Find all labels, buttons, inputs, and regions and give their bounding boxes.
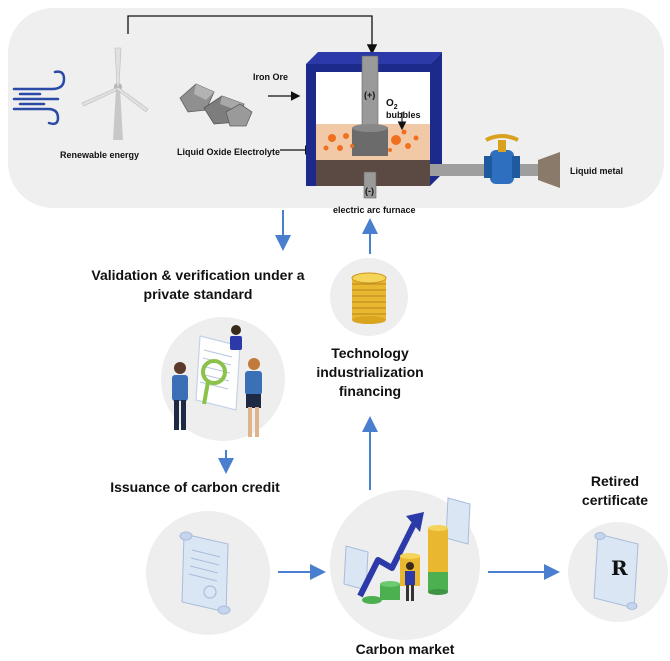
carbon-market-label: Carbon market xyxy=(355,641,455,657)
wind-icon xyxy=(12,70,66,126)
electric-arc-furnace xyxy=(306,52,442,199)
retired-certificate-label: Retired certificate xyxy=(581,473,649,508)
liquid-metal-label: Liquid metal xyxy=(570,166,624,176)
o2-label: O2 xyxy=(386,98,398,111)
retired-scroll-icon xyxy=(593,532,639,610)
certificate-scroll-icon xyxy=(179,531,231,615)
validation-label: Validation & verification under a privat… xyxy=(91,267,305,302)
coin-stack-icon xyxy=(351,272,387,324)
financing-label: Technology industrialization financing xyxy=(316,345,424,399)
bubbles-label: bubbles xyxy=(386,110,421,120)
carbon-market-icon xyxy=(343,497,471,604)
iron-ore-label: Iron Ore xyxy=(253,72,289,82)
iron-ore-icon xyxy=(179,83,253,127)
issuance-label: Issuance of carbon credit xyxy=(110,479,280,495)
anode-label: (+) xyxy=(364,90,376,100)
liquid-metal-valve-icon xyxy=(430,134,560,188)
electrolyte-label: Liquid Oxide Electrolyte xyxy=(177,147,281,157)
renewable-energy-label: Renewable energy xyxy=(60,150,140,160)
furnace-label: electric arc furnace xyxy=(333,205,416,215)
retired-mark: R xyxy=(611,556,628,580)
cathode-label: (-) xyxy=(365,186,374,196)
wind-turbine-icon xyxy=(81,47,149,140)
verification-people-icon xyxy=(172,325,262,437)
power-feed-arrow xyxy=(127,15,378,55)
